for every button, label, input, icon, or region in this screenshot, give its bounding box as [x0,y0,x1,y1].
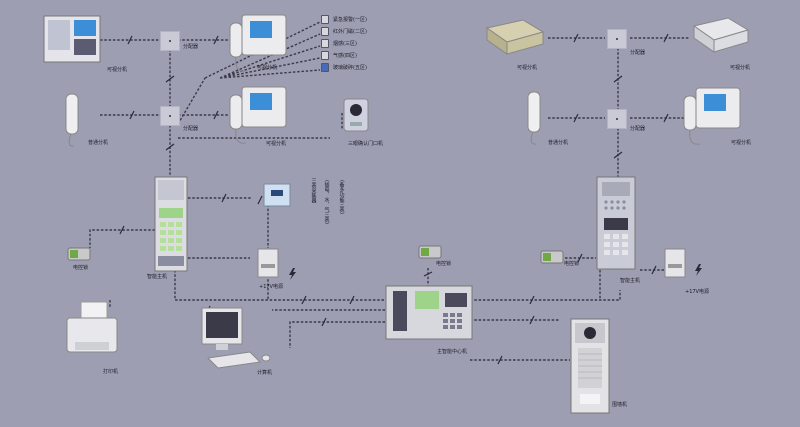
smart-host-panel-icon [596,176,636,270]
label-smart-host-right: 智能主机 [620,278,641,284]
desk-video-phone-icon [485,19,545,55]
label-meters-sub: (插电、水、气三表) [323,180,330,224]
handset-phone-icon [527,91,541,145]
label-power-left: +17V电源 [259,284,283,290]
label-wall-unit: 围墙机 [612,402,628,408]
sensor-icon [321,26,329,36]
sensor-item: 紧急报警(一区) [321,13,391,25]
main-center-console-icon [385,285,473,340]
splitter-box [160,106,180,126]
sensor-icon [321,50,329,60]
sensor-icon [321,14,329,24]
wall-unit-panel-icon [570,318,610,414]
sensor-icon [321,62,329,72]
label-normal-ext-right: 普通分机 [548,140,569,146]
video-extension-panel-icon [43,15,101,63]
splitter-box [607,29,627,49]
label-video-ext-1: 可视分机 [107,67,128,73]
sensor-item: 烟感(三区) [321,37,391,49]
sensor-item: 气感(四区) [321,49,391,61]
label-video-ext-r2: 可视分机 [730,65,751,71]
label-normal-ext-left: 普通分机 [88,140,109,146]
video-phone-icon [683,87,741,145]
label-video-ext-r3: 可视分机 [731,140,752,146]
video-phone-icon [229,86,287,144]
label-main-center: 主智能中心机 [437,349,468,355]
label-power-right: +17V电源 [685,289,709,295]
label-video-ext-2: 可视分机 [257,65,278,71]
electric-lock-icon [418,245,442,259]
label-splitter-r2: 分配器 [630,126,646,132]
label-video-ext-3: 可视分机 [266,141,287,147]
power-supply-icon [257,248,279,278]
label-splitter-2: 分配器 [183,126,199,132]
desk-video-phone-icon [692,17,750,53]
video-phone-icon [229,14,287,72]
meter-collector-icon [263,183,291,207]
label-printer: 打印机 [103,369,119,375]
door-camera-icon [343,98,369,132]
label-computer: 计算机 [257,370,273,376]
label-lock-right: 电控锁 [564,261,580,267]
label-meter-collector: 三表采集器 [310,178,317,203]
sensor-item: 红外门磁(二区) [321,25,391,37]
label-video-ext-r1: 可视分机 [517,65,538,71]
label-door-camera: 三眼确认门口机 [348,141,384,147]
label-lock-left: 电控锁 [73,265,89,271]
power-supply-icon [664,248,686,278]
label-meters-multi: (备多功能三表) [338,180,345,214]
label-splitter-r1: 分配器 [630,50,646,56]
splitter-box [607,109,627,129]
smart-host-panel-icon [154,176,188,272]
electric-lock-icon [67,247,91,261]
printer-icon [66,301,118,353]
lightning-icon [695,264,702,276]
computer-icon [201,307,271,369]
electric-lock-icon [540,250,564,264]
label-lock-center: 电控锁 [436,261,452,267]
sensor-icon [321,38,329,48]
lightning-icon [289,268,296,280]
sensor-item: 玻璃破碎(五区) [321,61,391,73]
handset-phone-icon [65,93,79,147]
splitter-box [160,31,180,51]
label-smart-host-left: 智能主机 [147,274,168,280]
label-splitter-1: 分配器 [183,44,199,50]
sensor-list: 紧急报警(一区) 红外门磁(二区) 烟感(三区) 气感(四区) 玻璃破碎(五区) [321,13,391,73]
